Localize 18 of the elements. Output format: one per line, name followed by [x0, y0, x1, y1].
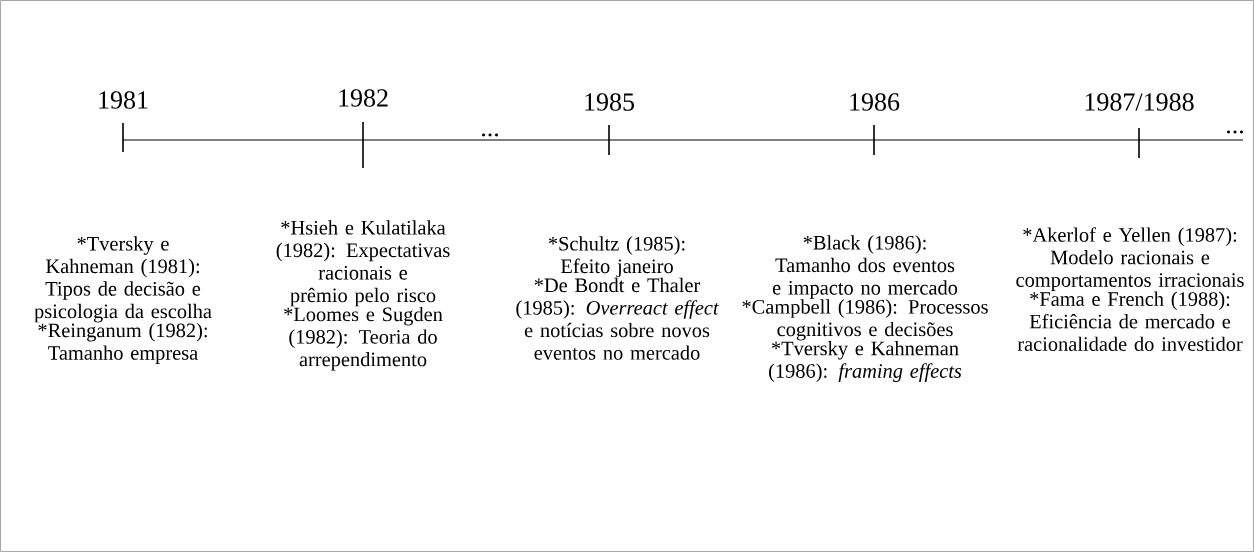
timeline-entry: *Fama e French (1988): Eficiência de mercado e racionalidade do investidor [1017, 291, 1243, 351]
timeline-entry: *Loomes e Sugden (1982): Teoria do arrependimento [284, 306, 443, 371]
year-label: 1987/1988 [1085, 93, 1194, 111]
timeline-entry: *Campbell (1986): Processos cognitivos e decisões [742, 299, 988, 341]
year-label: 1985 [585, 93, 634, 111]
timeline-entry: *Black (1986): Tamanho dos eventos e impacto no mercado [772, 235, 958, 299]
timeline-entry: *Akerlof e Yellen (1987): Modelo racionais e comportamentos irracionais [1016, 227, 1244, 292]
ellipsis: ... [481, 133, 499, 137]
timeline-entry: *Tversky e Kahneman (1981): Tipos de decisão e psicologia da escolha [34, 236, 212, 323]
timeline-entry: *Hsieh e Kulatilaka (1982): Expectativas racionais e prêmio pelo risco [276, 220, 450, 307]
timeline-entry: *Tversky e Kahneman (1986): framing effects [769, 341, 962, 382]
ellipsis: ... [1226, 130, 1244, 134]
year-label: 1986 [850, 93, 900, 111]
year-label: 1981 [99, 91, 148, 109]
timeline-entry: *Schultz (1985): Efeito janeiro [548, 236, 685, 278]
timeline-entry: *Reinganum (1982): Tamanho empresa [38, 322, 207, 364]
year-label: 1982 [339, 89, 388, 107]
timeline-entry: *De Bondt e Thaler (1985): Overreact effect e notícias sobre novos eventos no mercado [516, 277, 719, 360]
